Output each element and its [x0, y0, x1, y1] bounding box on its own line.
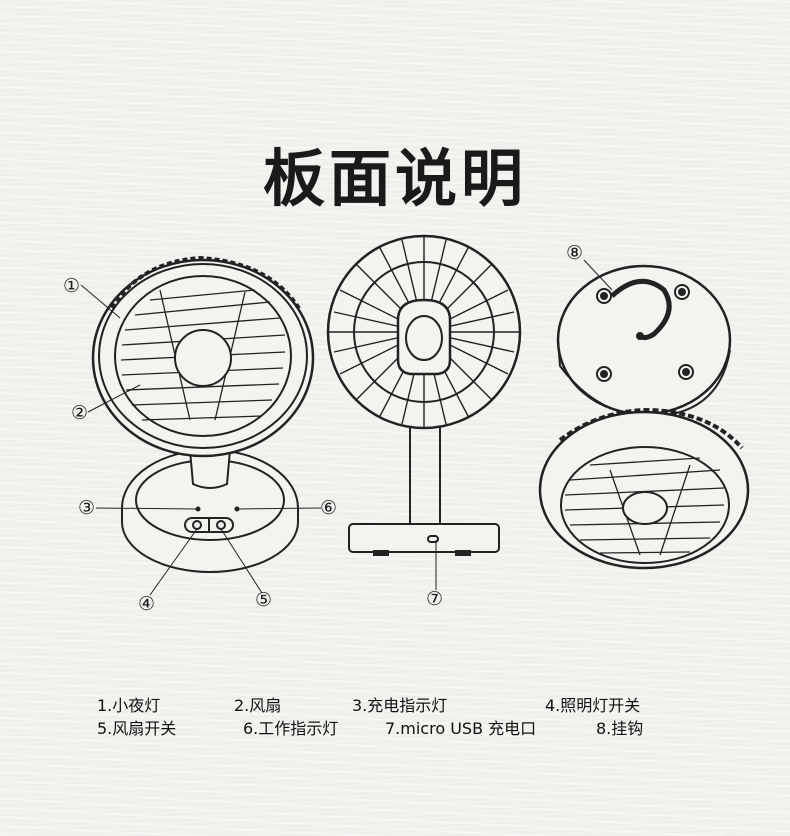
legend-item-8: 8.挂钩: [596, 719, 644, 738]
callout-8: ⑧: [566, 242, 584, 264]
callout-6: ⑥: [320, 497, 338, 519]
legend-item-5: 5.风扇开关: [97, 719, 177, 738]
legend-item-3: 3.充电指示灯: [352, 696, 448, 715]
callout-5: ⑤: [255, 589, 273, 611]
side-fan-illustration: [326, 234, 522, 556]
callout-4: ④: [138, 593, 156, 615]
legend-item-2: 2.风扇: [234, 696, 282, 715]
callout-leaders: [80, 259, 613, 596]
callout-7: ⑦: [426, 588, 444, 610]
callout-3: ③: [78, 497, 96, 519]
callout-1: ①: [63, 275, 81, 297]
legend-item-6: 6.工作指示灯: [243, 719, 339, 738]
front-fan-illustration: [91, 255, 315, 573]
legend-item-7: 7.micro USB 充电口: [385, 719, 537, 738]
hanging-fan-illustration: [538, 264, 750, 570]
legend-item-1: 1.小夜灯: [97, 696, 161, 715]
page-title: 板面说明: [262, 142, 527, 215]
callout-2: ②: [71, 402, 89, 424]
legend-item-4: 4.照明灯开关: [545, 696, 641, 715]
